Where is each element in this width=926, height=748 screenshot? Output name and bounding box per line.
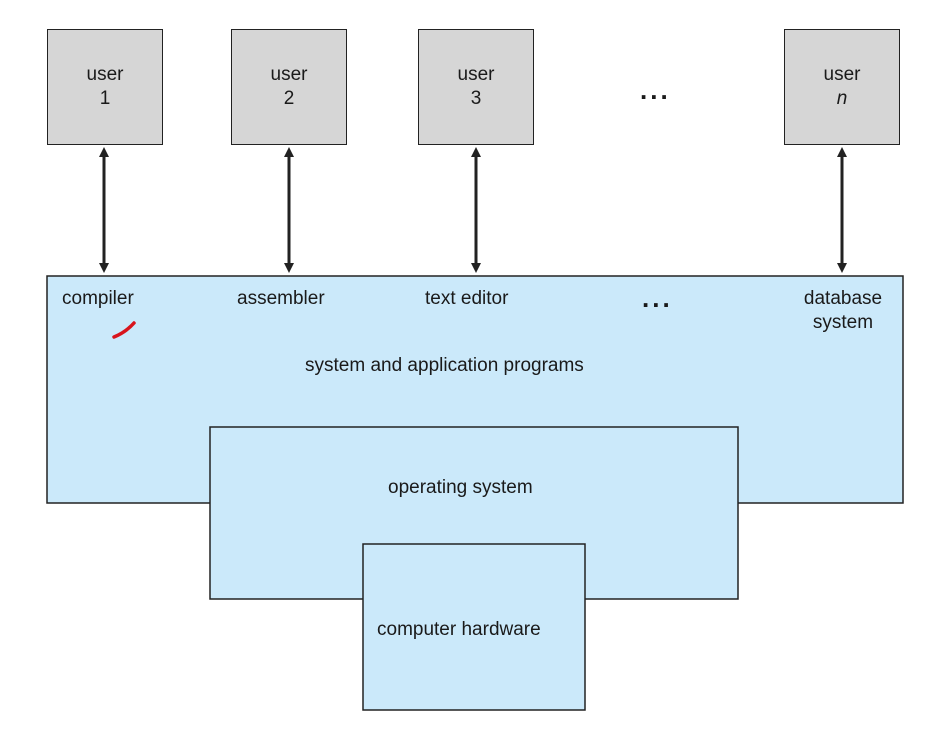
user-number: 3 [470,88,482,109]
programs-ellipsis: ... [642,283,673,313]
users-ellipsis: ... [640,75,671,105]
database-line-2: system [812,312,874,333]
program-label-database-system: database system [793,287,893,335]
user-label: user [86,64,124,85]
program-label-text-editor: text editor [425,288,509,309]
user-box-2: user 2 [231,29,347,145]
program-label-compiler: compiler [62,288,134,309]
red-annotation-mark [112,321,136,339]
user-number: 2 [283,88,295,109]
user-label: user [270,64,308,85]
user-label: user [457,64,495,85]
user-box-1: user 1 [47,29,163,145]
user-box-n: user n [784,29,900,145]
user-number: 1 [99,88,111,109]
user-label: user [823,64,861,85]
user-number: n [836,88,848,109]
database-line-1: database [803,288,883,309]
hardware-layer-label: computer hardware [377,619,541,640]
program-label-assembler: assembler [237,288,325,309]
programs-layer-label: system and application programs [305,355,584,376]
os-layer-label: operating system [388,477,533,498]
hardware-layer [362,543,586,711]
user-box-3: user 3 [418,29,534,145]
